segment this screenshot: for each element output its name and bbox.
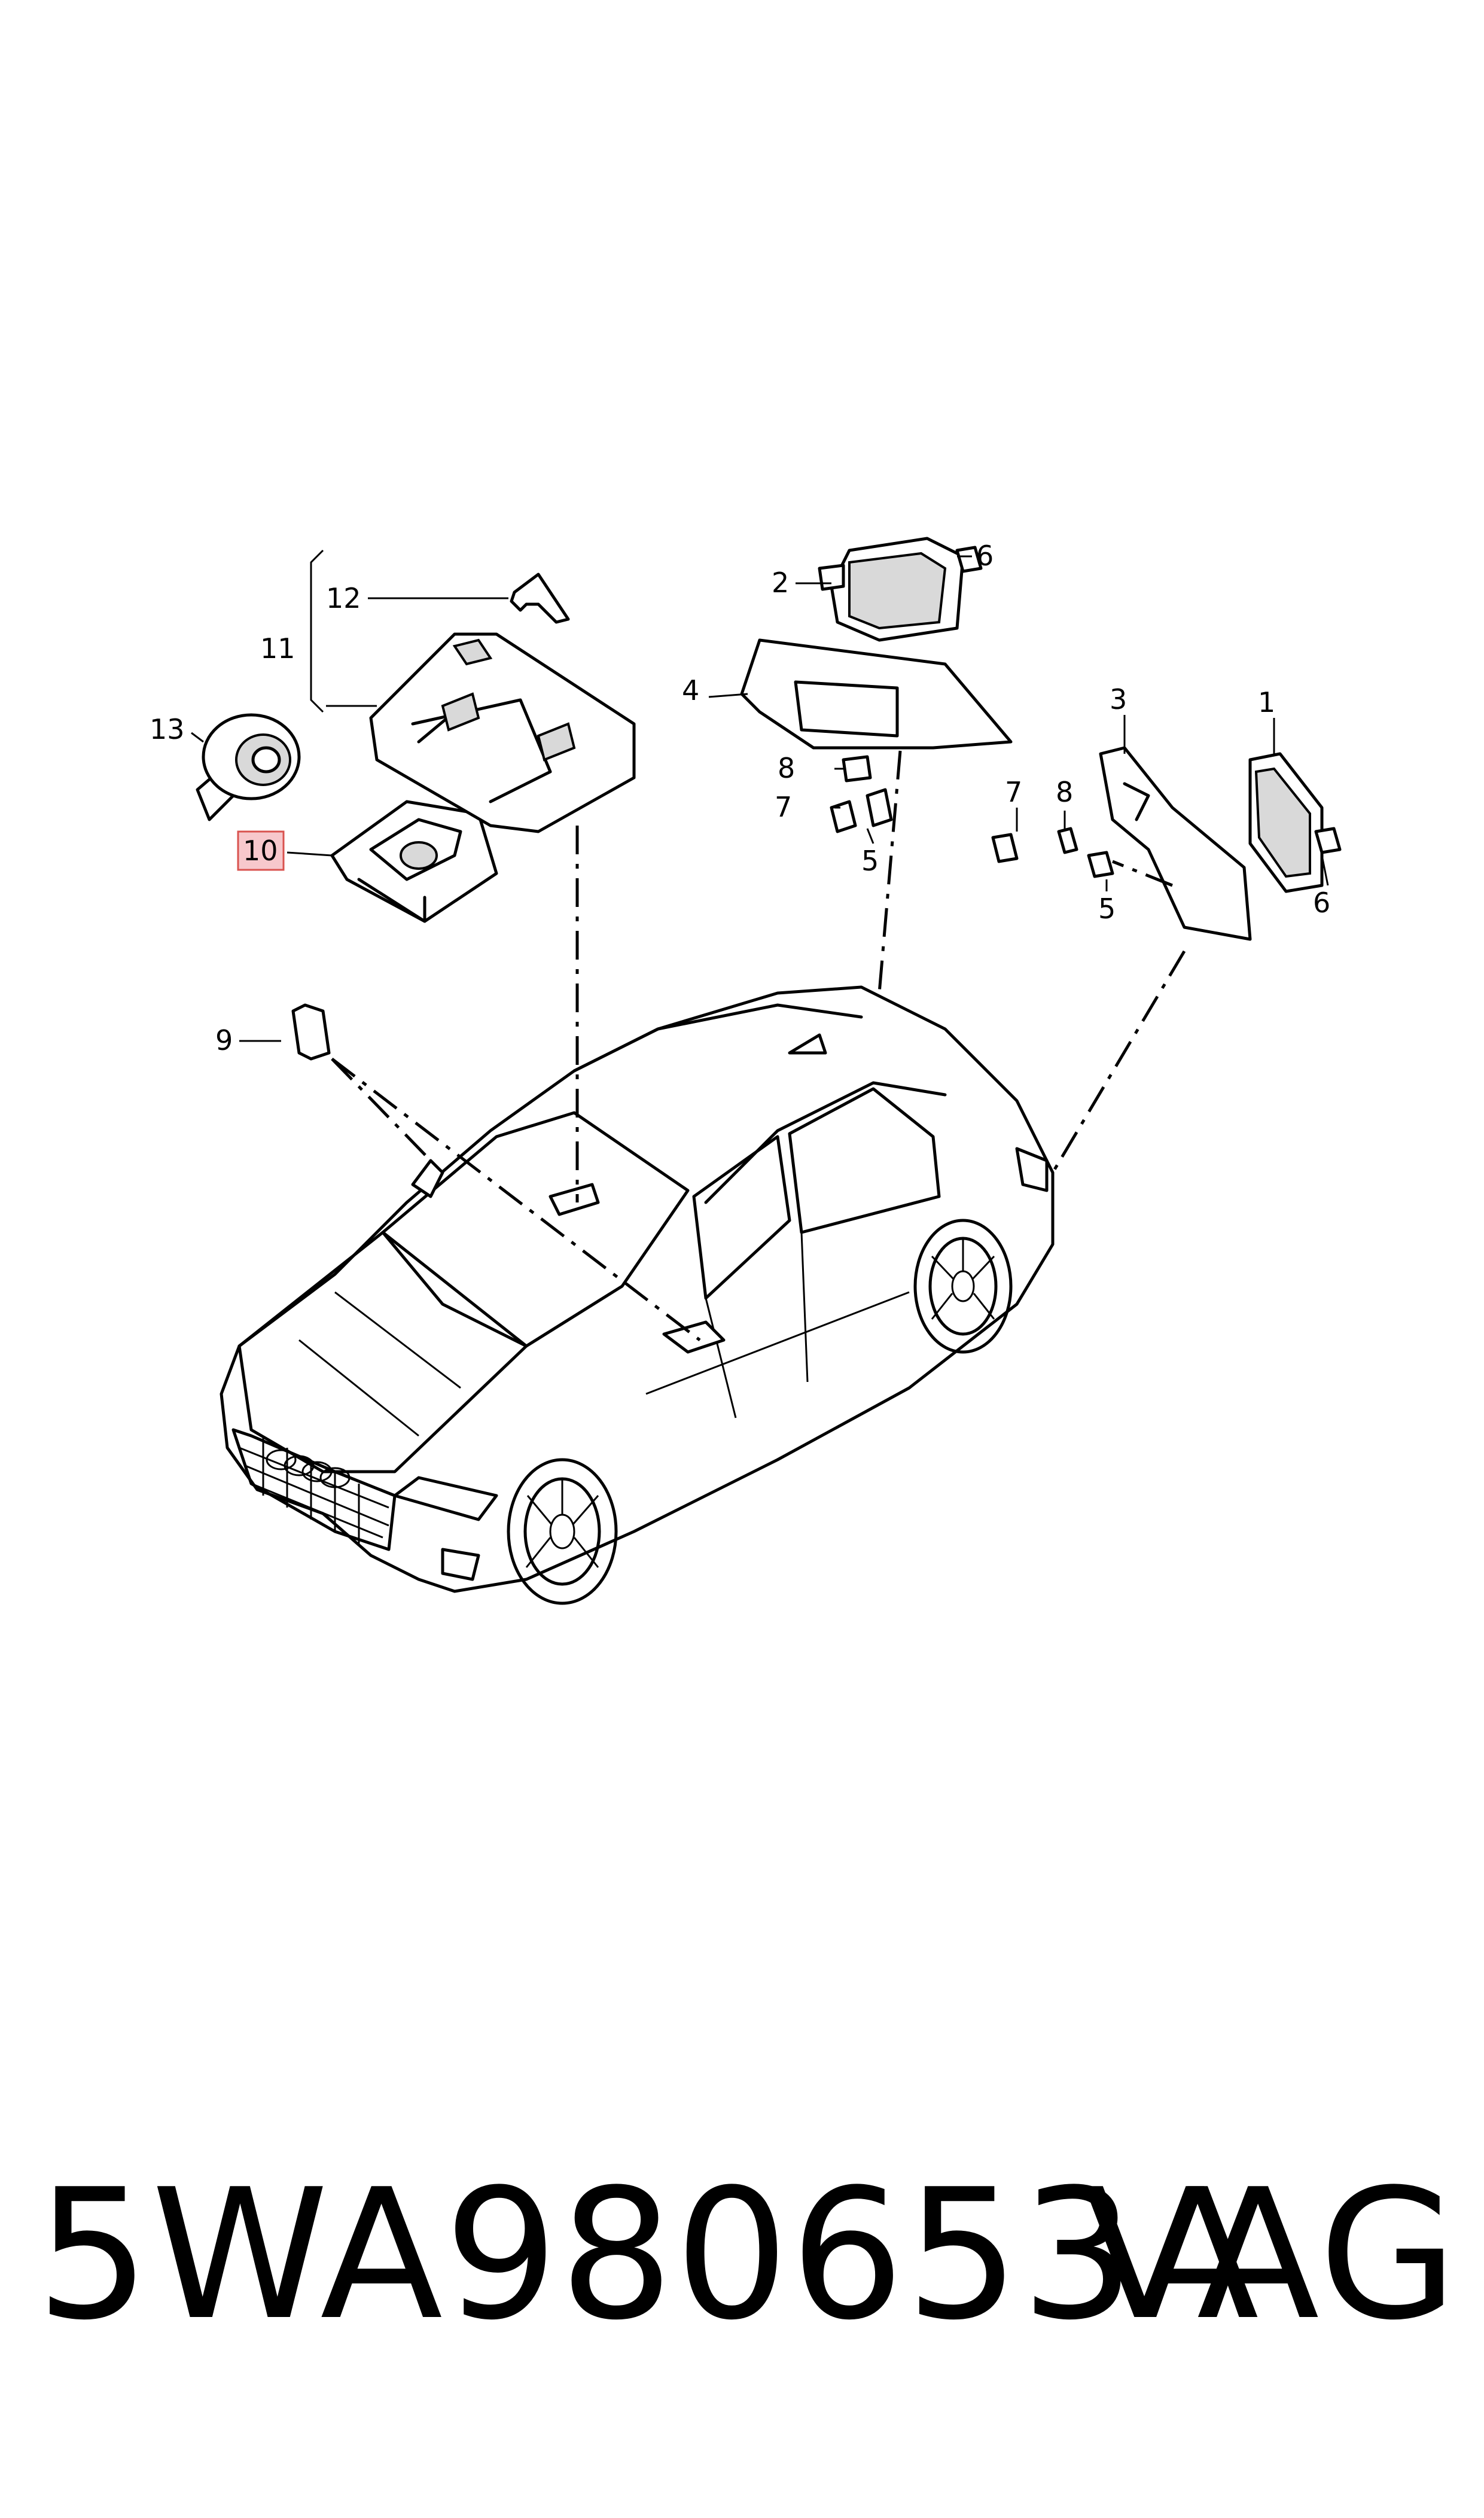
callout-5a: 5	[861, 845, 879, 877]
callout-2: 2	[772, 567, 789, 599]
nut-part	[842, 755, 872, 783]
callout-4: 4	[682, 674, 699, 707]
assembly-lines	[331, 750, 1186, 1341]
sensor-cap-part	[291, 1003, 331, 1061]
camera-module-part	[330, 800, 498, 923]
clip-part	[510, 573, 570, 624]
radar-bracket-part	[740, 638, 1013, 750]
bracket-part	[369, 632, 636, 833]
screw-part	[991, 833, 1019, 863]
rear-radar-part	[1248, 752, 1342, 893]
callout-12: 12	[326, 582, 361, 614]
callout-leaders	[191, 549, 1329, 1042]
callout-8a: 8	[778, 752, 795, 784]
callout-3: 3	[1110, 683, 1127, 715]
callout-6a: 6	[976, 540, 994, 572]
callout-10: 10	[243, 835, 278, 867]
tape-roll-part	[196, 713, 301, 821]
callout-1: 1	[1258, 686, 1275, 718]
radar-module-part	[818, 537, 983, 642]
car-illustration	[220, 985, 1055, 1605]
callout-labels: 1 2 3 4 5 5 6 6 7 7 8 8 9 10 11 12 13	[150, 540, 1330, 1056]
callout-7b: 7	[1005, 776, 1022, 808]
callout-10-highlight: 10	[237, 830, 285, 871]
screw-part	[866, 788, 893, 827]
callout-7a: 7	[775, 791, 792, 823]
brand-name: VAG	[1083, 2151, 1460, 2359]
callout-11: 11	[260, 632, 295, 665]
callout-10-box	[237, 830, 285, 871]
callout-13: 13	[150, 713, 185, 745]
screw-part	[830, 800, 857, 833]
callout-8b: 8	[1056, 776, 1073, 808]
screw-part	[1087, 851, 1114, 878]
part-number: 5WA980653A	[36, 2151, 1260, 2359]
callout-9: 9	[215, 1024, 233, 1056]
nut-part	[1057, 827, 1078, 854]
callout-5b: 5	[1098, 893, 1116, 925]
callout-6b: 6	[1313, 887, 1330, 919]
rear-bracket-part	[1099, 746, 1252, 941]
footer: 5WA980653A VAG	[0, 2130, 1484, 2381]
